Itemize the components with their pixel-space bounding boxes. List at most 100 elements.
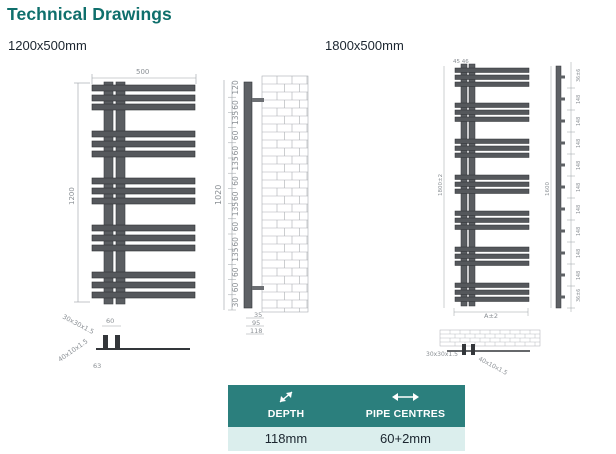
side-bar-stub: [559, 185, 565, 189]
radiator-bar: [454, 282, 530, 288]
radiator-bar: [454, 152, 530, 158]
side-bar-stub: [559, 97, 565, 101]
side-segment-label-b: 148: [576, 183, 582, 192]
radiator-bar: [454, 253, 530, 259]
side-segment-label: 60: [231, 146, 240, 156]
radiator-bar: [454, 138, 530, 144]
radiator-bar: [454, 246, 530, 252]
depth-arrow-icon: [279, 391, 293, 403]
front-width-label: 500: [136, 68, 149, 76]
side-bottom-dim-1: 35: [254, 311, 262, 319]
side-segment-label: 60: [231, 237, 240, 247]
radiator-bar: [454, 109, 530, 115]
side-segment-label: 135: [231, 156, 240, 171]
spec-pipe-label: PIPE CENTRES: [365, 408, 446, 420]
front-bottom-dimension: [453, 308, 529, 316]
floor-dim-63: 63: [93, 362, 101, 370]
drawing-1800x500: 45 46 1800±2 A±2 1600 36±6 148 148 148 148 14…: [426, 59, 582, 377]
side-bottom-dim-3: 118: [250, 327, 262, 335]
side-bar-stub: [559, 119, 565, 123]
front-height-dimension: [74, 82, 90, 303]
side-segment-label-b: 148: [576, 271, 582, 280]
pipe-centres-arrow-icon: [392, 393, 419, 401]
radiator-bar: [454, 74, 530, 80]
spec-pipe-header: PIPE CENTRES: [346, 385, 465, 427]
radiator-bar: [454, 289, 530, 295]
floor-dim-section-1-b: 30x30x1.5: [426, 351, 458, 358]
side-segment-label: 60: [231, 282, 240, 292]
side-bottom-dim-2: 95: [252, 319, 260, 327]
floor-pipe-view: [96, 325, 190, 350]
radiator-bar: [454, 81, 530, 87]
front-width-dimension: [91, 74, 197, 84]
floor-dim-section-2-b: 40x10x1.5: [477, 356, 509, 377]
side-segment-label: 60: [231, 191, 240, 201]
radiator-bar: [454, 102, 530, 108]
radiator-bar: [454, 116, 530, 122]
side-segment-label: 60: [231, 100, 240, 110]
side-height-label-b: 1600: [545, 182, 551, 196]
side-bottom-dimensions: [246, 317, 264, 335]
radiator-bar: [454, 174, 530, 180]
radiator-side-profile: [243, 81, 264, 309]
side-segment-label-b: 148: [576, 161, 582, 170]
side-segment-label: 135: [231, 247, 240, 262]
radiator-bar: [454, 210, 530, 216]
side-bar-stub: [559, 141, 565, 145]
radiator-bar: [454, 188, 530, 194]
radiator-bar: [454, 224, 530, 230]
floor-dim-section-1: 30x30x1.5: [61, 313, 95, 336]
side-segment-label: 60: [231, 267, 240, 277]
radiator-bar: [454, 217, 530, 223]
variant-label-1200: 1200x500mm: [8, 38, 87, 53]
radiator-bar: [454, 67, 530, 73]
side-segment-label-b: 148: [576, 95, 582, 104]
front-bottom-label: A±2: [484, 312, 498, 320]
radiator-bar: [454, 260, 530, 266]
side-segment-label: 135: [231, 110, 240, 125]
spec-pipe-value: 60+2mm: [380, 431, 431, 446]
page-title: Technical Drawings: [7, 4, 172, 24]
side-bar-stub: [559, 229, 565, 233]
side-bar-stub: [559, 295, 565, 299]
side-height-label: 1020: [214, 185, 223, 205]
side-segment-label: 60: [231, 176, 240, 186]
radiator-bar: [454, 296, 530, 302]
side-segment-label-b: 148: [576, 139, 582, 148]
spec-depth-value: 118mm: [264, 431, 308, 446]
side-segment-label: 120: [231, 80, 240, 95]
side-bar-stub: [559, 207, 565, 211]
drawing-1200x500: 500 1200: [57, 68, 309, 370]
side-bar-stub: [559, 251, 565, 255]
side-segment-label-b: 36±6: [576, 69, 582, 82]
side-bar-stub: [559, 75, 565, 79]
front-height-label-b: 1800±2: [438, 174, 444, 196]
spec-depth-label: DEPTH: [267, 408, 305, 420]
side-segment-label-b: 148: [576, 227, 582, 236]
side-segment-label: 60: [231, 222, 240, 232]
wall-bricks: [261, 75, 309, 313]
floor-pipe-view-b: [439, 329, 541, 355]
spec-table-header: DEPTH PIPE CENTRES: [228, 385, 465, 427]
spec-table: DEPTH PIPE CENTRES 118mm 60+2mm: [228, 385, 465, 451]
side-segment-label-b: 148: [576, 117, 582, 126]
radiator-front-bars-b: [454, 67, 530, 302]
side-segment-label-b: 148: [576, 249, 582, 258]
radiator-front-bars: [91, 84, 196, 299]
radiator-bar: [454, 145, 530, 151]
side-segment-label: 30: [231, 298, 240, 308]
front-top-dims: 45 46: [453, 59, 469, 65]
variant-label-1800: 1800x500mm: [325, 38, 404, 53]
side-segment-label: 135: [231, 202, 240, 217]
front-height-label: 1200: [68, 187, 76, 205]
side-bar-stub: [559, 163, 565, 167]
side-segment-label: 60: [231, 130, 240, 140]
spec-depth-header: DEPTH: [228, 385, 344, 427]
side-segment-label-b: 36±6: [576, 289, 582, 302]
floor-dim-section-2: 40x10x1.5: [57, 337, 90, 363]
radiator-bar: [454, 181, 530, 187]
floor-dim-60: 60: [106, 317, 114, 325]
side-dimension-line: [223, 80, 233, 310]
spec-table-body: [228, 427, 465, 451]
side-bar-stub: [559, 273, 565, 277]
